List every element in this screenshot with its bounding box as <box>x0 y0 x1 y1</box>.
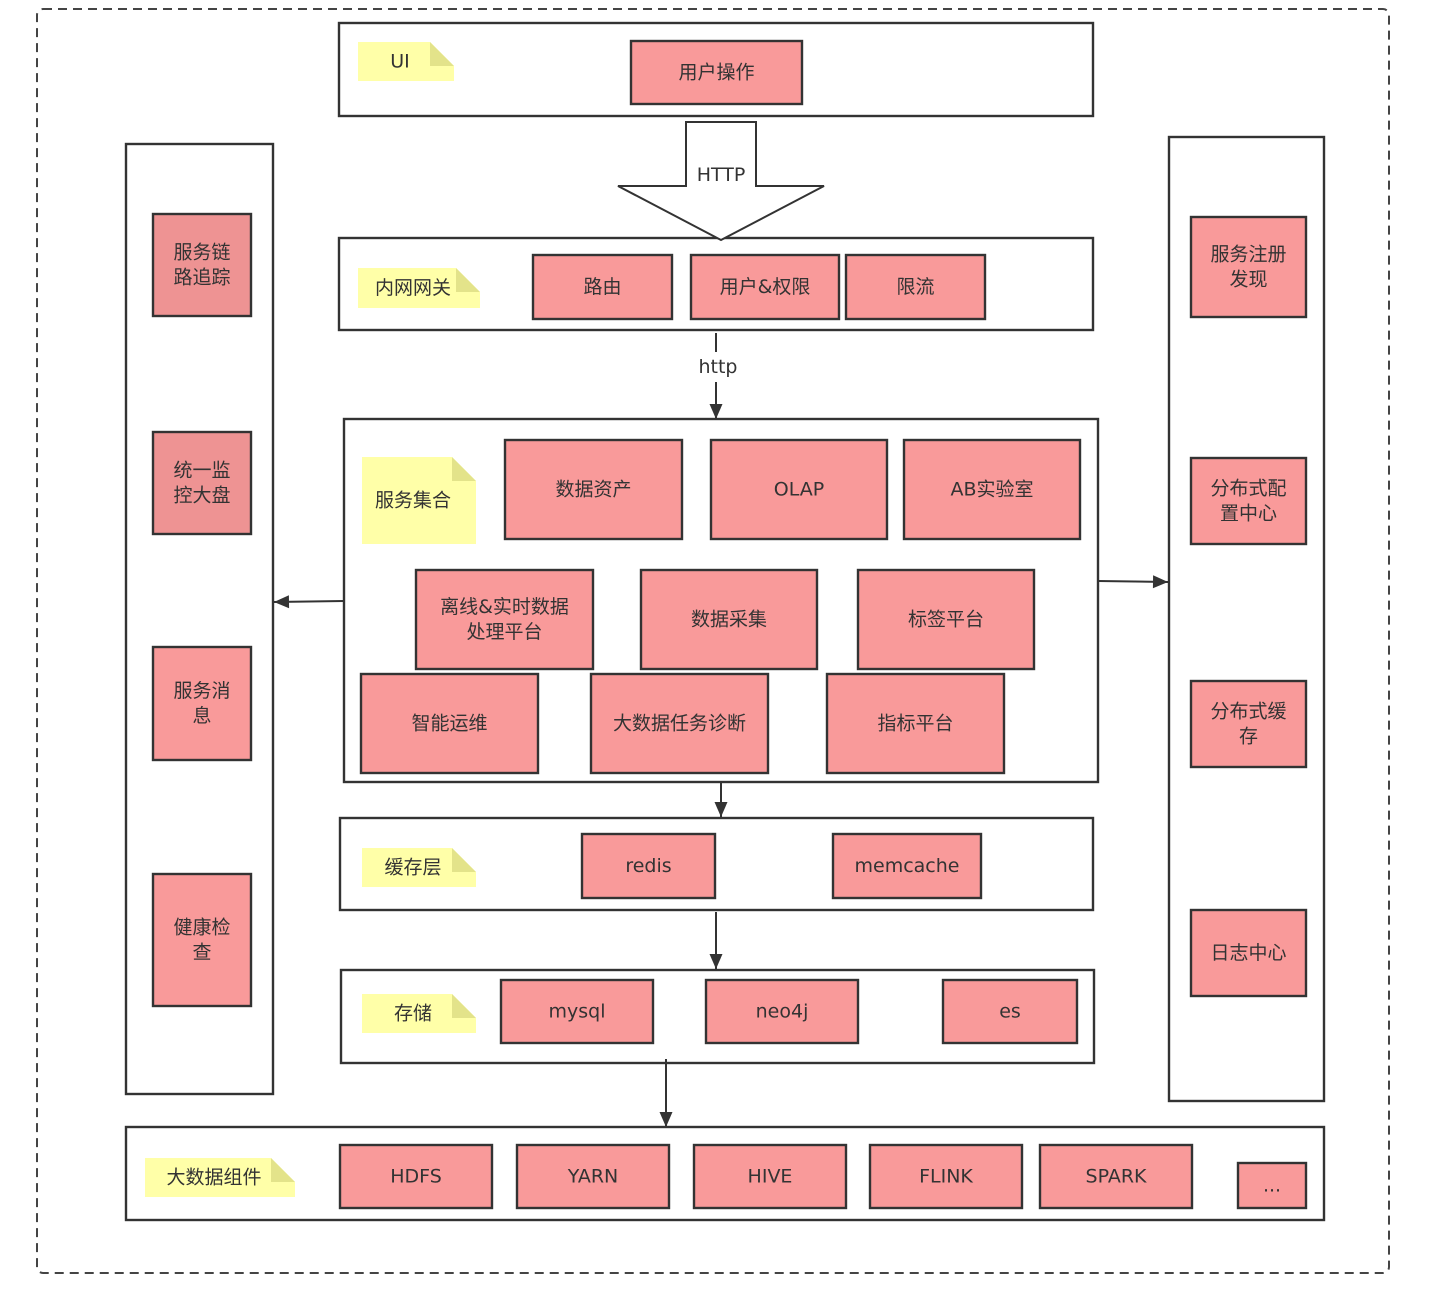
bigdata-item-label: HDFS <box>390 1166 442 1188</box>
http-connector-label: http <box>698 356 737 378</box>
left-panel-item <box>151 212 253 318</box>
cache-to-storage-arrow-head <box>709 954 723 969</box>
service-item <box>639 568 819 671</box>
storage-item-label: mysql <box>549 1001 606 1023</box>
service-item-label: 数据资产 <box>555 479 631 501</box>
storage-item-label: es <box>999 1001 1021 1023</box>
left-panel-item-label: 健康检查 <box>173 916 230 963</box>
cache-item <box>580 832 717 900</box>
service-item-label: 大数据任务诊断 <box>613 713 746 735</box>
service-item <box>856 568 1036 671</box>
bigdata-item-more <box>1236 1161 1308 1210</box>
sticky-note-icon <box>452 457 476 481</box>
bigdata-item-more-label: ... <box>1263 1175 1281 1197</box>
gateway-item-rate-limit <box>844 253 987 321</box>
bigdata-layer-note <box>145 1158 295 1197</box>
bigdata-item <box>338 1143 494 1210</box>
storage-layer-note-label: 存储 <box>394 1003 432 1025</box>
services-layer-note <box>362 457 476 544</box>
service-item-label: OLAP <box>774 479 824 501</box>
service-item <box>709 438 889 541</box>
http-big-arrow-label: HTTP <box>697 164 746 186</box>
cache-item-label: redis <box>625 855 671 877</box>
bigdata-item-label: SPARK <box>1086 1166 1148 1188</box>
left-panel-item-label: 服务消息 <box>173 680 230 727</box>
bigdata-item <box>515 1143 671 1210</box>
service-item-label: 标签平台 <box>908 609 984 631</box>
services-to-left-arrow-head <box>274 595 290 609</box>
service-item-label: 智能运维 <box>411 713 487 735</box>
service-item-label: 指标平台 <box>877 713 953 735</box>
bigdata-item <box>868 1143 1024 1210</box>
sticky-note-icon <box>430 42 454 66</box>
services-to-right-arrow-head <box>1152 575 1168 589</box>
left-panel-item-label: 统一监控大盘 <box>173 459 230 506</box>
service-item <box>825 672 1006 775</box>
cache-item <box>831 832 983 900</box>
cache-layer-note-label: 缓存层 <box>384 857 441 879</box>
ui-layer-note-label: UI <box>390 51 410 73</box>
service-item-label: 数据采集 <box>691 609 767 631</box>
right-panel-item-label: 分布式缓存 <box>1210 700 1286 747</box>
gateway-layer-note-label: 内网网关 <box>375 277 451 299</box>
bigdata-item <box>1038 1143 1194 1210</box>
gateway-item-auth-label: 用户&权限 <box>720 276 811 298</box>
right-panel-item <box>1189 908 1308 998</box>
http-big-arrow <box>617 121 825 242</box>
sticky-note-icon <box>452 848 476 872</box>
left-panel-item-label: 服务链路追踪 <box>173 241 230 288</box>
cache-layer-note <box>362 848 476 887</box>
left-panel-item <box>151 430 253 536</box>
right-panel-item-label: 分布式配置中心 <box>1210 477 1286 524</box>
sticky-note-icon <box>456 268 480 292</box>
storage-to-bigdata-arrow-head <box>659 1112 673 1127</box>
left-panel-item <box>151 872 253 1008</box>
right-panel-item <box>1189 456 1308 546</box>
right-panel-item <box>1189 679 1308 769</box>
gateway-to-services-arrow-head <box>709 404 723 419</box>
service-item <box>902 438 1082 541</box>
bigdata-item <box>692 1143 848 1210</box>
bigdata-item-label: FLINK <box>919 1166 973 1188</box>
service-item-label: 离线&实时数据处理平台 <box>440 596 569 643</box>
right-panel-item <box>1189 215 1308 319</box>
service-item <box>414 568 595 671</box>
bigdata-item-label: HIVE <box>748 1166 793 1188</box>
gateway-item-routing-label: 路由 <box>583 276 621 298</box>
storage-item <box>704 978 860 1045</box>
bigdata-item-label: YARN <box>567 1166 619 1188</box>
ui-item-user-operation <box>629 39 804 106</box>
storage-item <box>941 978 1079 1045</box>
gateway-item-rate-limit-label: 限流 <box>896 276 934 298</box>
sticky-note-icon <box>271 1158 295 1182</box>
gateway-layer-note <box>358 268 480 308</box>
storage-item-label: neo4j <box>756 1001 809 1023</box>
cache-item-label: memcache <box>855 855 960 877</box>
left-panel-item <box>151 645 253 762</box>
ui-item-user-operation-label: 用户操作 <box>678 62 754 84</box>
gateway-item-routing <box>531 253 674 321</box>
services-to-cache-arrow-head <box>714 802 728 817</box>
service-item <box>589 672 770 775</box>
right-panel-item-label: 服务注册发现 <box>1210 243 1286 290</box>
service-item <box>503 438 684 541</box>
right-panel-item-label: 日志中心 <box>1210 942 1286 964</box>
gateway-item-auth <box>689 253 841 321</box>
service-item <box>359 672 540 775</box>
sticky-note-icon <box>452 994 476 1018</box>
storage-item <box>499 978 655 1045</box>
bigdata-layer-note-label: 大数据组件 <box>166 1167 261 1189</box>
service-item-label: AB实验室 <box>950 479 1033 501</box>
services-layer-note-label: 服务集合 <box>375 490 451 512</box>
storage-layer-note <box>362 994 476 1033</box>
